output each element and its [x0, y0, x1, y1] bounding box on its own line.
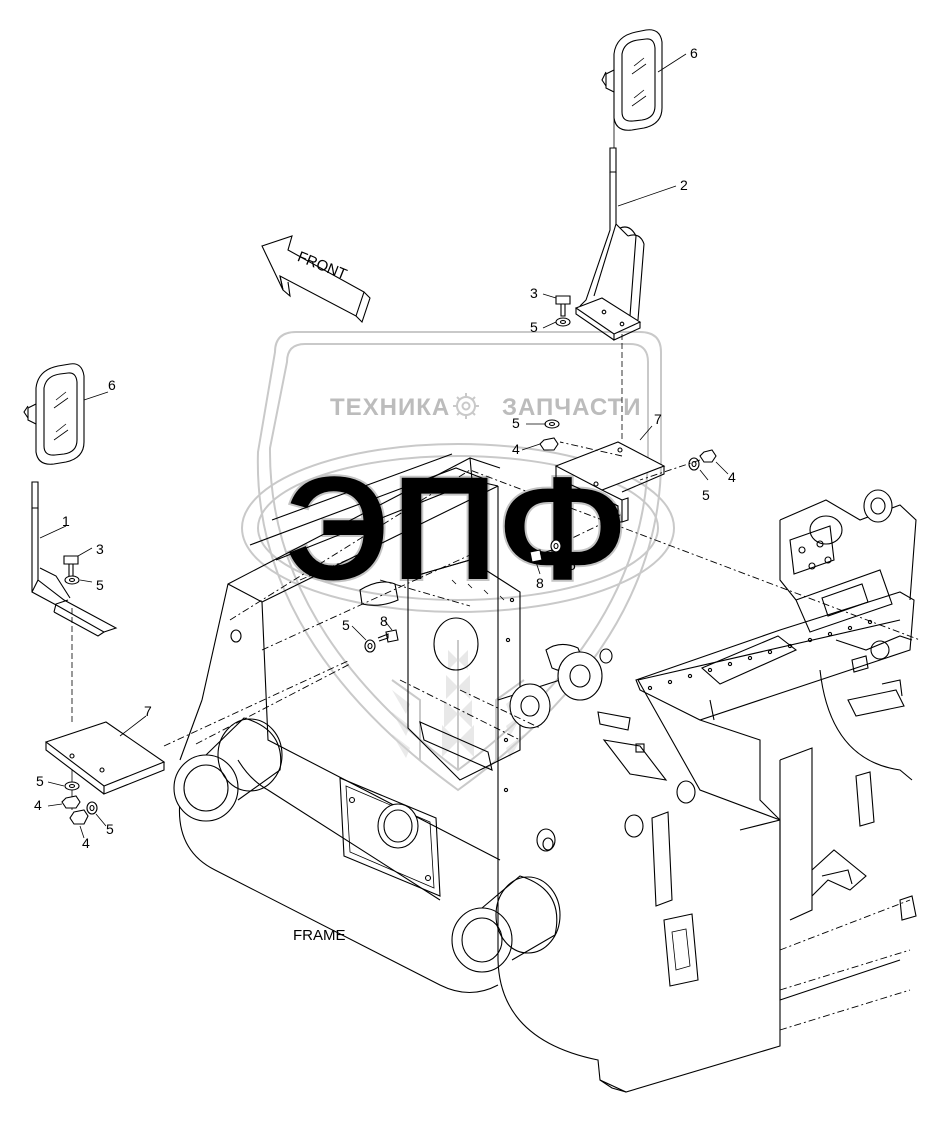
callout-1: 1 [62, 513, 70, 529]
callout-5-left-b: 5 [36, 773, 44, 789]
left-mirror-stay [31, 508, 118, 637]
right-mirror-assembly [529, 29, 717, 563]
left-washer-upper [64, 575, 80, 585]
frame-assembly [173, 453, 921, 1093]
watermark-oval [241, 443, 675, 613]
left-mirror-head [23, 363, 85, 465]
callout-6-right: 6 [690, 45, 698, 61]
front-direction-arrow: FRONT [261, 235, 371, 324]
watermark-text-right: ЗАПЧАСТИ [502, 394, 642, 421]
side-access-panel [339, 777, 441, 897]
callout-5-right-b: 5 [512, 415, 520, 431]
callout-8-right: 8 [536, 575, 544, 591]
left-mirror-rod-tip [31, 481, 39, 509]
callout-5-right-a: 5 [530, 319, 538, 335]
right-nut-side [699, 449, 717, 463]
watermark-shield [256, 331, 663, 792]
right-washer-top [544, 419, 560, 429]
watermark-logo: ТЕХНИКА ЗАПЧАСТИ ЭПФ [241, 331, 675, 792]
left-washer-lower-b [86, 801, 98, 815]
right-mirror-head [601, 29, 663, 131]
callout-5-center: 5 [342, 617, 350, 633]
right-mirror-base [574, 297, 642, 341]
right-mirror-stay [579, 172, 645, 321]
callout-5-left-a: 5 [96, 577, 104, 593]
wheat-icon [391, 640, 525, 770]
left-nut-b [69, 809, 89, 825]
callout-4-left-a: 4 [34, 797, 42, 813]
left-washer-lower-a [64, 781, 80, 791]
left-nut-a [61, 795, 81, 809]
left-mirror-bracket [44, 721, 166, 795]
left-bolt-3 [63, 555, 79, 579]
right-washer-side [688, 457, 700, 471]
callout-3-right: 3 [530, 285, 538, 301]
frame-label: FRAME [293, 927, 346, 944]
gear-icon [453, 393, 479, 419]
center-washer [364, 639, 376, 653]
right-washer-8 [550, 539, 562, 553]
watermark-shield-inner [268, 343, 650, 772]
callout-4-right-b: 4 [728, 469, 736, 485]
callout-2: 2 [680, 177, 688, 193]
watermark-text-left: ТЕХНИКА [330, 394, 450, 421]
callout-labels: 6 2 3 5 5 4 7 5 4 8 5 6 1 3 5 7 5 4 5 4 … [34, 45, 736, 851]
callout-5-right-c: 5 [702, 487, 710, 503]
callout-3-left: 3 [96, 541, 104, 557]
callout-8-center: 8 [380, 613, 388, 629]
axle-hub-lower [451, 875, 561, 973]
rivet-dots [503, 517, 873, 793]
callout-4-right-a: 4 [512, 441, 520, 457]
callout-5-left-c: 5 [106, 821, 114, 837]
right-bolt-3 [555, 295, 571, 317]
right-nut-top [539, 437, 559, 451]
left-mirror-assembly [23, 363, 166, 825]
center-fastener-set [364, 629, 399, 653]
callout-leaders [39, 53, 729, 839]
callout-6-left: 6 [108, 377, 116, 393]
callout-4-left-b: 4 [82, 835, 90, 851]
callout-7-left: 7 [144, 703, 152, 719]
callout-7-right: 7 [654, 411, 662, 427]
right-mirror-rod-tip [609, 147, 617, 173]
callout-5-right-d: 5 [568, 557, 576, 573]
right-washer-upper [555, 317, 571, 327]
right-bolt-8 [529, 549, 553, 563]
